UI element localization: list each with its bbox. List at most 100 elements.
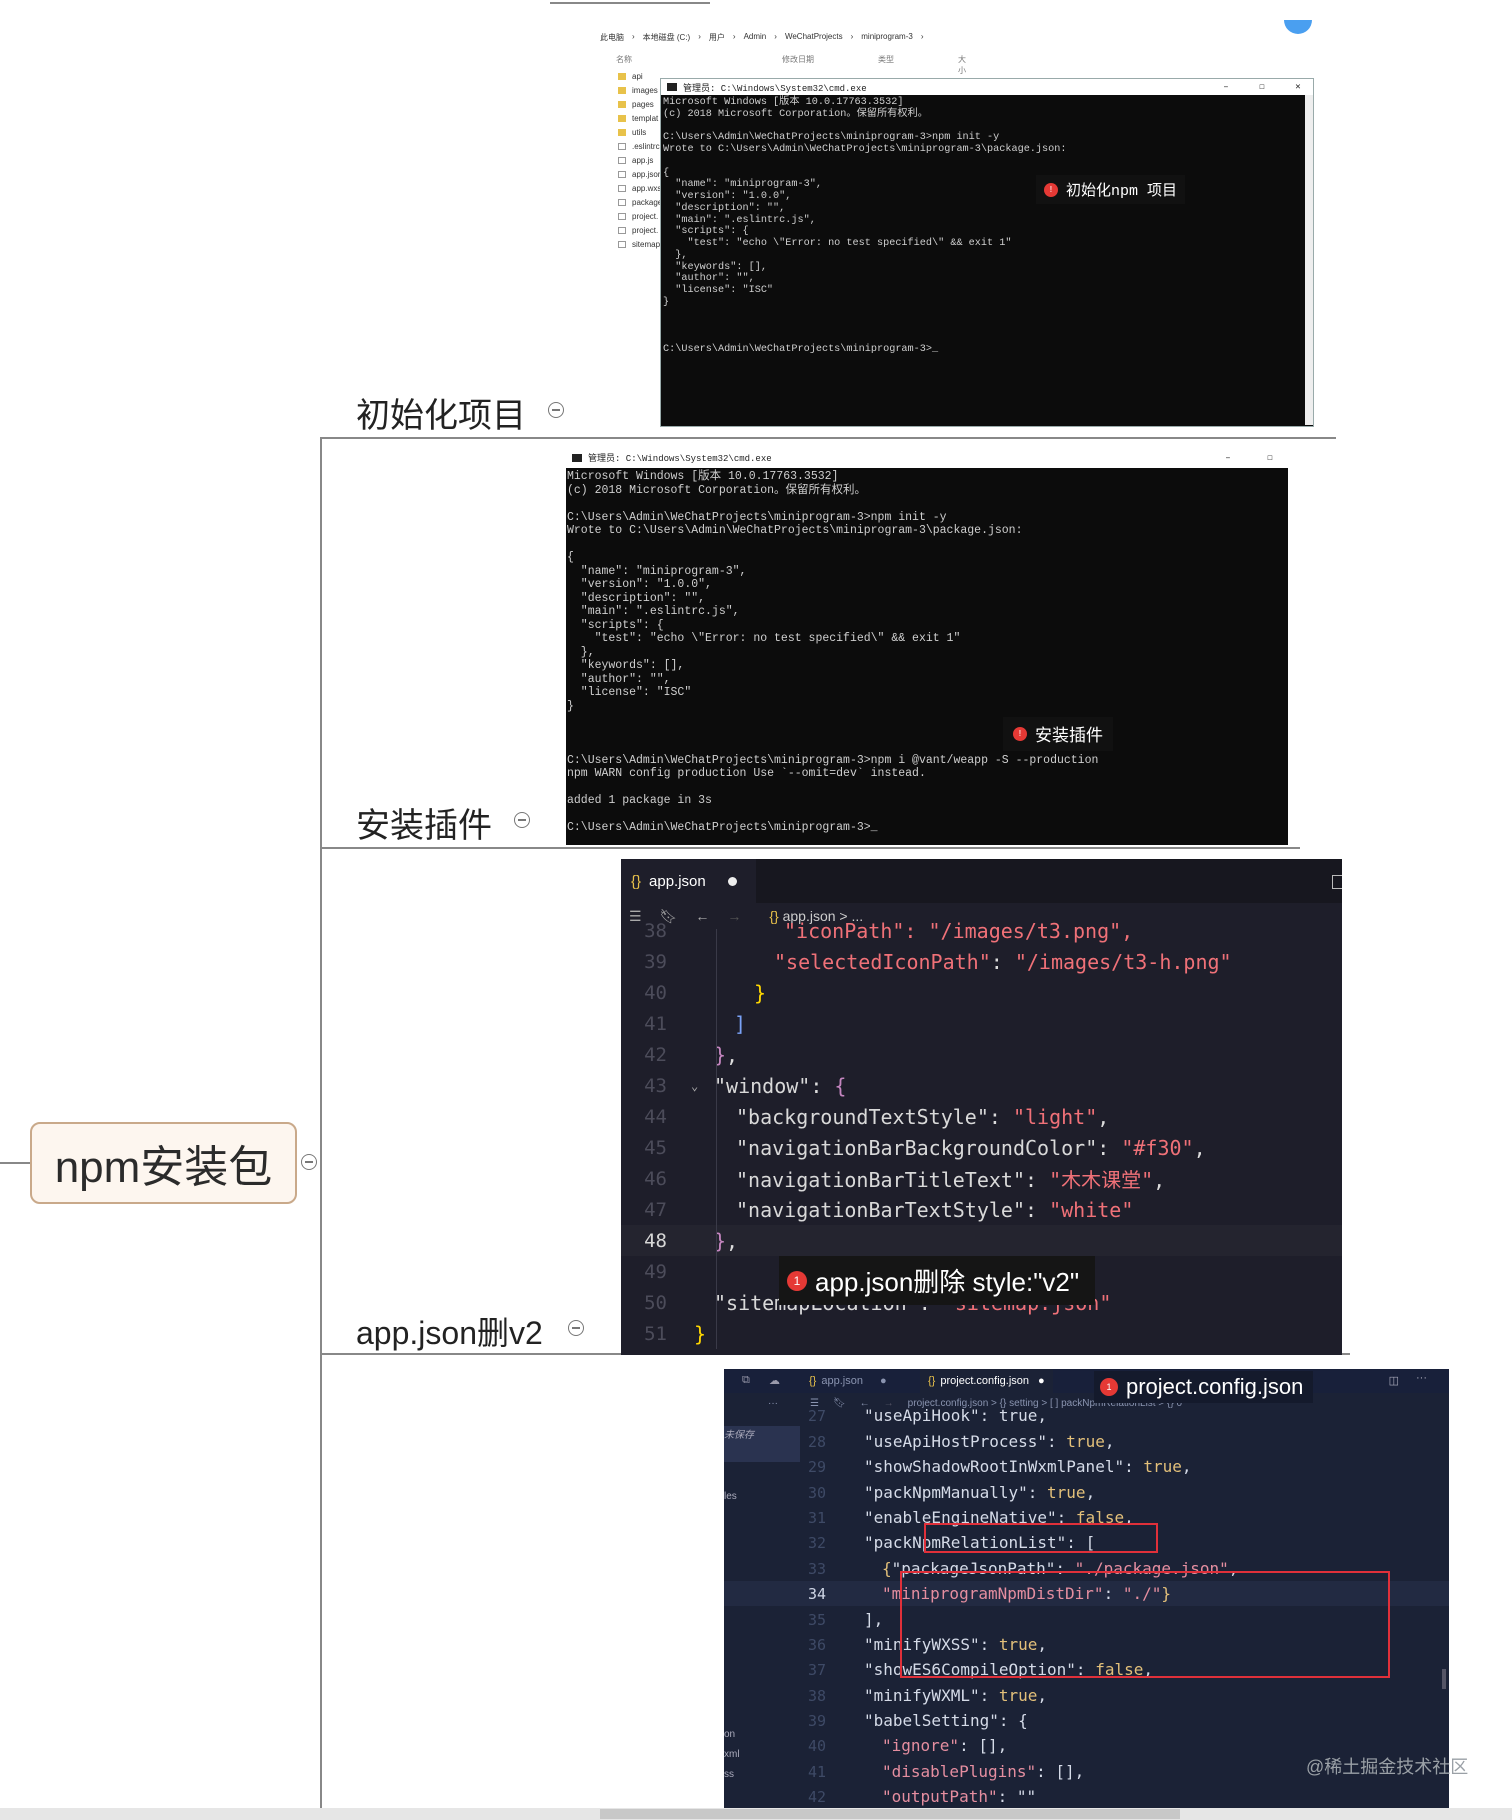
topic-init-collapse-button[interactable]	[548, 402, 564, 418]
col-type[interactable]: 类型	[878, 55, 894, 64]
maximize-button[interactable]: ☐	[1267, 452, 1273, 463]
col-size[interactable]: 大小	[958, 55, 966, 75]
topic-appjson-collapse-button[interactable]	[568, 1320, 584, 1336]
more-icon[interactable]: ···	[768, 1397, 778, 1409]
tab-app-json[interactable]: {}app.json●	[809, 1369, 887, 1393]
file-icon	[618, 199, 626, 206]
cmd-scrollbar[interactable]	[1305, 95, 1313, 425]
editor-project-config: ⧉ ☁ {}app.json● {}project.config.json● ◫…	[724, 1369, 1449, 1820]
tab-app-json[interactable]: {} app.json	[621, 859, 756, 903]
back-arrow-icon[interactable]: ←	[695, 908, 710, 924]
minimize-button[interactable]: –	[1225, 452, 1231, 463]
crumb[interactable]: 此电脑	[600, 33, 624, 42]
crumb[interactable]: miniprogram-3	[861, 32, 913, 41]
topic-appjson-remove-v2[interactable]: app.json删v2	[356, 1315, 543, 1351]
topic-install-collapse-button[interactable]	[514, 812, 530, 828]
line-number: 41	[807, 1762, 826, 1781]
code-area[interactable]: 27"useApiHook": true, 28"useApiHostProce…	[724, 1406, 1449, 1820]
col-name[interactable]: 名称	[616, 55, 632, 64]
cmd-output[interactable]: Microsoft Windows [版本 10.0.17763.3532] (…	[663, 97, 1067, 355]
file-row[interactable]: utils	[618, 128, 646, 137]
file-row[interactable]: package	[618, 198, 662, 207]
file-row[interactable]: app.wxs	[618, 184, 661, 193]
code-line: "disablePlugins": [],	[882, 1762, 1085, 1781]
line-number: 40	[644, 981, 667, 1004]
unsaved-dot-icon[interactable]	[727, 876, 737, 886]
file-row[interactable]: project.	[618, 212, 658, 221]
code-line: "minifyWXSS": true,	[864, 1635, 1048, 1654]
topic-install-plugin[interactable]: 安装插件	[356, 807, 492, 845]
explorer-icon[interactable]: ⧉	[742, 1374, 750, 1386]
callout-init-npm: ! 初始化npm 项目	[1036, 175, 1186, 204]
forward-arrow-icon[interactable]: →	[883, 1397, 894, 1409]
split-editor-icon[interactable]	[1332, 875, 1342, 889]
back-arrow-icon[interactable]: ←	[859, 1397, 870, 1409]
cmd-output[interactable]: Microsoft Windows [版本 10.0.17763.3532] (…	[567, 470, 1099, 834]
breadcrumb[interactable]: project.config.json > {} setting > [ ] p…	[907, 1397, 1183, 1409]
code-line: {"packageJsonPath": "./package.json",	[882, 1559, 1239, 1578]
file-row[interactable]: pages	[618, 100, 654, 109]
code-line: "useApiHook": true,	[864, 1406, 1048, 1425]
unsaved-label[interactable]: 未保存	[724, 1426, 800, 1462]
unsaved-dot-icon[interactable]: ●	[879, 1375, 887, 1387]
col-date[interactable]: 修改日期	[782, 55, 814, 64]
side-label[interactable]: on	[724, 1729, 736, 1740]
root-connector-left	[0, 1162, 30, 1164]
more-actions-icon[interactable]: ···	[1416, 1372, 1427, 1384]
explorer-breadcrumb[interactable]: 此电脑› 本地磁盘 (C:)› 用户› Admin› WeChatProject…	[600, 32, 924, 42]
crumb[interactable]: WeChatProjects	[784, 32, 843, 41]
line-number: 39	[644, 950, 667, 973]
root-collapse-button[interactable]	[301, 1154, 317, 1170]
crumb[interactable]: 本地磁盘 (C:)	[642, 33, 691, 42]
list-icon[interactable]: ☰	[629, 907, 642, 924]
scrollbar-thumb[interactable]	[1442, 1669, 1446, 1689]
line-number: 37	[807, 1660, 826, 1679]
file-row[interactable]: sitemap	[618, 240, 660, 249]
line-number: 30	[807, 1483, 826, 1502]
bottom-scrollbar-thumb[interactable]	[600, 1809, 1180, 1819]
tab-project-config[interactable]: {}project.config.json●	[920, 1369, 1053, 1393]
side-label[interactable]: xml	[724, 1749, 740, 1760]
close-button[interactable]: ✕	[1295, 82, 1301, 92]
line-number: 46	[644, 1167, 667, 1190]
side-label[interactable]: ss	[724, 1769, 734, 1780]
line-number: 51	[644, 1322, 667, 1345]
list-icon[interactable]: ☰	[810, 1397, 819, 1409]
minimize-button[interactable]: –	[1223, 82, 1229, 92]
bookmark-icon[interactable]: 🔖︎	[832, 1397, 846, 1409]
file-row[interactable]: app.js	[618, 156, 653, 165]
file-icon	[618, 185, 626, 192]
code-line: "iconPath": "/images/t3.png",	[784, 918, 1134, 943]
split-editor-icon[interactable]: ◫	[1388, 1375, 1399, 1387]
file-row[interactable]: project.	[618, 226, 658, 235]
forward-arrow-icon[interactable]: →	[727, 908, 742, 924]
line-number: 38	[807, 1686, 826, 1705]
code-line: "showES6CompileOption": false,	[864, 1660, 1153, 1679]
line-number: 27	[807, 1406, 826, 1425]
explorer-refresh-icon[interactable]	[1284, 20, 1312, 34]
code-line: "outputPath": ""	[882, 1787, 1037, 1806]
code-line: "miniprogramNpmDistDir": "./"}	[882, 1584, 1171, 1603]
file-row[interactable]: images	[618, 86, 658, 95]
side-label[interactable]: les	[724, 1491, 737, 1502]
file-row[interactable]: templat	[618, 114, 658, 123]
bookmark-icon[interactable]: 🔖︎	[659, 907, 678, 924]
crumb[interactable]: 用户	[708, 33, 725, 42]
file-row[interactable]: app.json	[618, 170, 662, 179]
breadcrumb[interactable]: {} app.json > ...	[769, 908, 863, 924]
topic-init-project[interactable]: 初始化项目	[356, 397, 526, 435]
line-number: 35	[807, 1610, 826, 1629]
file-name: pages	[632, 100, 654, 109]
maximize-button[interactable]: ☐	[1259, 82, 1265, 92]
file-row[interactable]: .eslintrc	[618, 142, 660, 151]
root-node[interactable]: npm安装包	[30, 1122, 297, 1204]
json-file-icon: {}	[631, 872, 642, 890]
unsaved-dot-icon[interactable]: ●	[1038, 1375, 1045, 1387]
cloud-icon[interactable]: ☁	[769, 1375, 780, 1387]
crumb[interactable]: Admin	[743, 32, 767, 41]
editor-tabbar: {} app.json	[621, 859, 1342, 903]
code-line: "navigationBarTitleText": "木木课堂",	[736, 1168, 1166, 1192]
editor-tabbar: ⧉ ☁ {}app.json● {}project.config.json● ◫…	[724, 1369, 1449, 1393]
file-row[interactable]: api	[618, 72, 643, 81]
cmd-title: 管理员: C:\Windows\System32\cmd.exe	[683, 83, 867, 94]
